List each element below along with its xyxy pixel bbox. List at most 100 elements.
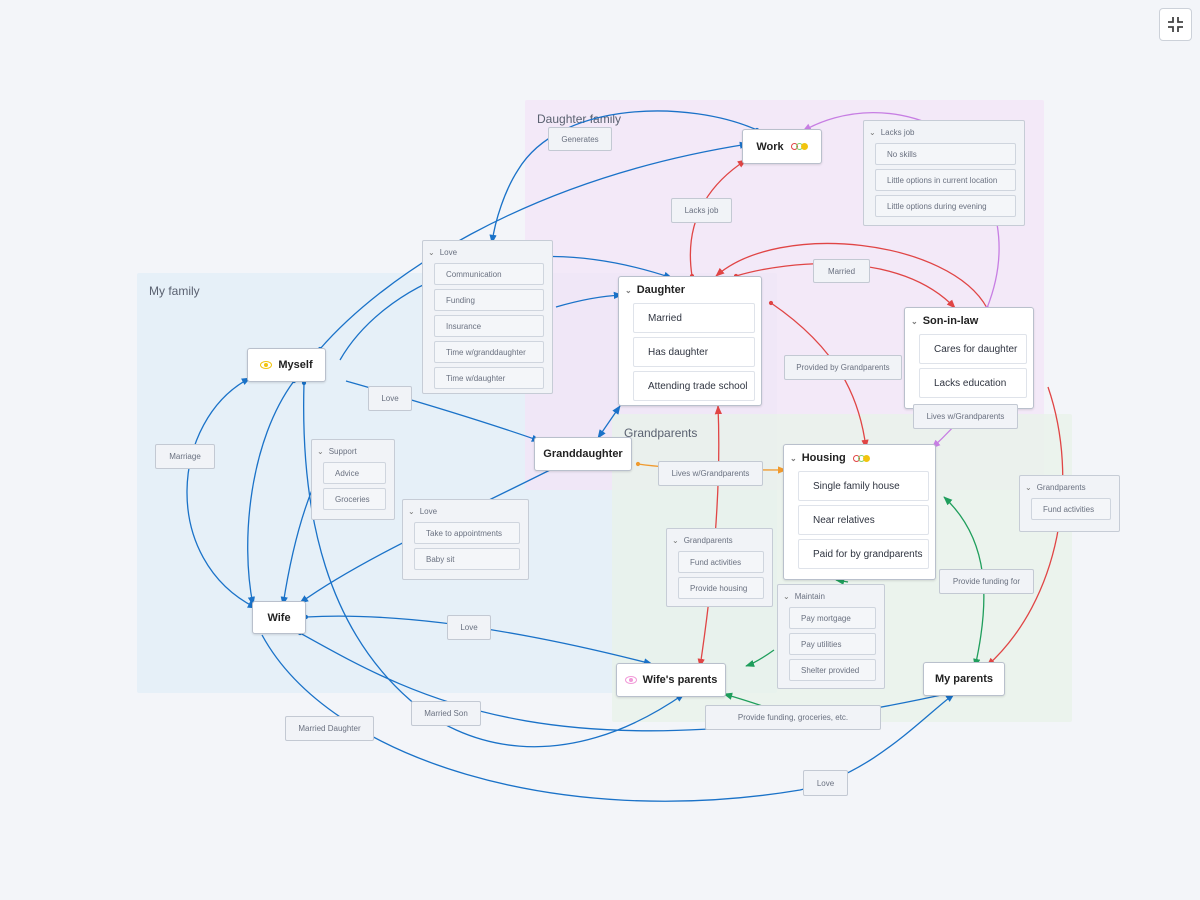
card-item[interactable]: Married <box>633 303 755 333</box>
panel-item[interactable]: Fund activities <box>678 551 764 573</box>
panel-maintain[interactable]: ⌄ Maintain Pay mortgage Pay utilities She… <box>777 584 885 689</box>
panel-grandparents-mid[interactable]: ⌄ Grandparents Fund activities Provide ho… <box>666 528 773 607</box>
node-label: Wife's parents <box>642 674 718 686</box>
link-myself-wife <box>247 378 297 606</box>
chevron-down-icon[interactable]: ⌄ <box>625 285 632 295</box>
panel-item[interactable]: Time w/daughter <box>434 367 544 389</box>
panel-item[interactable]: Provide housing <box>678 577 764 599</box>
card-item[interactable]: Paid for by grandparents <box>798 539 929 569</box>
link-work-love <box>489 110 760 244</box>
node-label: Daughter <box>636 284 685 296</box>
link-label-love-bottom[interactable]: Love <box>803 770 848 796</box>
node-label: Wife <box>267 611 291 624</box>
panel-item[interactable]: Baby sit <box>414 548 520 570</box>
chevron-down-icon[interactable]: ⌄ <box>869 127 876 137</box>
chevron-down-icon[interactable]: ⌄ <box>428 247 435 257</box>
node-label: Work <box>756 140 784 153</box>
link-label-lives-w-grandparents-right[interactable]: Lives w/Grandparents <box>913 404 1018 429</box>
node-wifes-parents[interactable]: Wife's parents <box>616 663 726 697</box>
panel-title: Love <box>439 247 458 257</box>
link-label-love-myself[interactable]: Love <box>368 386 412 411</box>
link-label-lives-w-grandparents-mid[interactable]: Lives w/Grandparents <box>658 461 763 486</box>
panel-lacks-job[interactable]: ⌄ Lacks job No skills Little options in c… <box>863 120 1025 226</box>
link-label-married-daughter[interactable]: Married Daughter <box>285 716 374 741</box>
collapse-button[interactable] <box>1159 8 1192 41</box>
link-wife-my-parents-bottom <box>261 634 955 802</box>
panel-item[interactable]: Communication <box>434 263 544 285</box>
link-support-wife <box>280 489 313 606</box>
panel-item[interactable]: Pay utilities <box>789 633 876 655</box>
panel-grandparents-right[interactable]: ⌄ Grandparents Fund activities <box>1019 475 1120 532</box>
node-daughter[interactable]: ⌄ Daughter Married Has daughter Attending… <box>618 276 762 406</box>
link-label-provide-funding-groceries[interactable]: Provide funding, groceries, etc. <box>705 705 881 730</box>
collapse-icon <box>1168 17 1183 32</box>
link-label-provide-funding-for[interactable]: Provide funding for <box>939 569 1034 594</box>
node-work[interactable]: Work <box>742 129 822 164</box>
traffic-light-dots-icon <box>790 143 808 150</box>
panel-item[interactable]: Groceries <box>323 488 386 510</box>
link-label-generates[interactable]: Generates <box>548 127 612 151</box>
node-son-in-law[interactable]: ⌄ Son-in-law Cares for daughter Lacks edu… <box>904 307 1034 409</box>
link-myself-wifes-parents <box>301 380 685 748</box>
node-housing[interactable]: ⌄ Housing Single family house Near relati… <box>783 444 936 580</box>
link-label-love-wife[interactable]: Love <box>447 615 491 640</box>
node-wife[interactable]: Wife <box>252 601 306 634</box>
link-label-marriage[interactable]: Marriage <box>155 444 215 469</box>
panel-item[interactable]: Insurance <box>434 315 544 337</box>
card-item[interactable]: Single family house <box>798 471 929 501</box>
card-item[interactable]: Attending trade school <box>633 371 755 401</box>
chevron-down-icon[interactable]: ⌄ <box>790 453 797 463</box>
link-label-married[interactable]: Married <box>813 259 870 283</box>
panel-item[interactable]: Fund activities <box>1031 498 1111 520</box>
chevron-down-icon[interactable]: ⌄ <box>783 591 790 601</box>
link-label-married-son[interactable]: Married Son <box>411 701 481 726</box>
traffic-light-dots-icon <box>852 454 870 462</box>
link-label-lacks-job[interactable]: Lacks job <box>671 198 732 223</box>
card-item[interactable]: Lacks education <box>919 368 1027 398</box>
link-label-provided-by-grandparents[interactable]: Provided by Grandparents <box>784 355 902 380</box>
panel-title: Grandparents <box>1036 482 1086 492</box>
link-son-in-law-my-parents <box>986 386 1064 667</box>
panel-title: Grandparents <box>683 535 733 545</box>
card-item[interactable]: Has daughter <box>633 337 755 367</box>
panel-item[interactable]: Advice <box>323 462 386 484</box>
node-myself[interactable]: Myself <box>247 348 326 382</box>
panel-item[interactable]: Time w/granddaughter <box>434 341 544 363</box>
panel-love-top[interactable]: ⌄ Love Communication Funding Insurance Ti… <box>422 240 553 394</box>
chevron-down-icon[interactable]: ⌄ <box>317 446 324 456</box>
link-maintain-housing <box>835 577 849 585</box>
panel-title: Support <box>328 446 357 456</box>
chevron-down-icon[interactable]: ⌄ <box>1025 482 1032 492</box>
chevron-down-icon[interactable]: ⌄ <box>408 506 415 516</box>
link-maintain-wifes-parents <box>745 649 775 667</box>
chevron-down-icon[interactable]: ⌄ <box>672 535 679 545</box>
link-granddaughter-daughter <box>597 405 621 439</box>
panel-item[interactable]: Little options during evening <box>875 195 1016 217</box>
node-label: Granddaughter <box>543 448 623 460</box>
panel-item[interactable]: Pay mortgage <box>789 607 876 629</box>
link-love-daughter <box>555 291 623 308</box>
panel-love-mid[interactable]: ⌄ Love Take to appointments Baby sit <box>402 499 529 580</box>
node-label: Myself <box>278 359 313 371</box>
link-myself-wife-marriage <box>186 377 257 609</box>
panel-item[interactable]: No skills <box>875 143 1016 165</box>
node-label: Housing <box>801 452 846 464</box>
group-title-my-family: My family <box>149 284 200 298</box>
panel-title: Love <box>419 506 438 516</box>
node-granddaughter[interactable]: Granddaughter <box>534 437 632 471</box>
node-label: My parents <box>934 673 994 685</box>
panel-item[interactable]: Little options in current location <box>875 169 1016 191</box>
card-item[interactable]: Near relatives <box>798 505 929 535</box>
panel-title: Lacks job <box>880 127 915 137</box>
node-label: Son-in-law <box>922 315 979 327</box>
panel-title: Maintain <box>794 591 825 601</box>
panel-item[interactable]: Take to appointments <box>414 522 520 544</box>
card-item[interactable]: Cares for daughter <box>919 334 1027 364</box>
panel-support[interactable]: ⌄ Support Advice Groceries <box>311 439 395 520</box>
eye-icon <box>260 361 273 369</box>
panel-item[interactable]: Funding <box>434 289 544 311</box>
chevron-down-icon[interactable]: ⌄ <box>911 316 918 326</box>
eye-icon <box>624 676 637 684</box>
panel-item[interactable]: Shelter provided <box>789 659 876 681</box>
node-my-parents[interactable]: My parents <box>923 662 1005 696</box>
